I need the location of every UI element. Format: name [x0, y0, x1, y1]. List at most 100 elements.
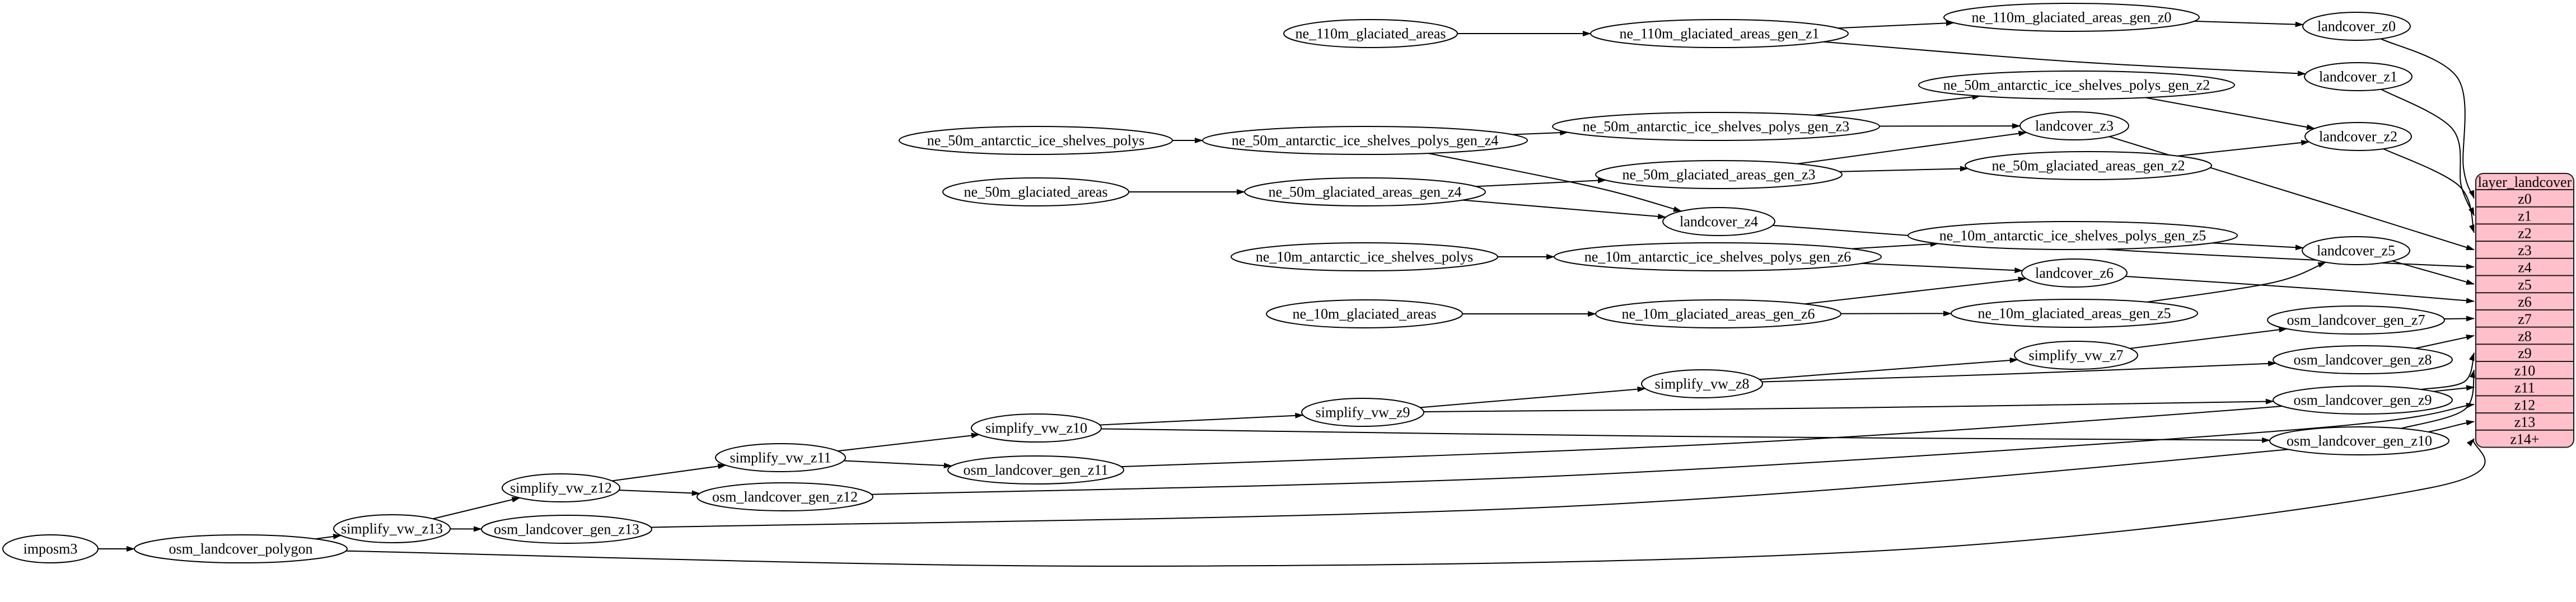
edge-simplify_vw_z9-to-simplify_vw_z8: [1420, 386, 1646, 408]
node-ne_10m_antarctic_ice_shelves_polys_gen_z5: ne_10m_antarctic_ice_shelves_polys_gen_z…: [1908, 221, 2238, 250]
table-row-z2: z2: [2518, 225, 2532, 241]
edge-osm_landcover_gen_z10-to-layer_landcover-z10: [2401, 369, 2475, 429]
node-landcover_z0: landcover_z0: [2302, 12, 2411, 41]
node-label-landcover_z2: landcover_z2: [2319, 129, 2397, 145]
node-ellipse-ne_50m_glaciated_areas_gen_z2: [1965, 151, 2212, 180]
node-label-landcover_z6: landcover_z6: [2035, 265, 2114, 281]
node-ellipse-ne_50m_glaciated_areas_gen_z3: [1595, 160, 1843, 189]
node-label-ne_50m_antarctic_ice_shelves_polys_gen_z3: ne_50m_antarctic_ice_shelves_polys_gen_z…: [1583, 119, 1850, 135]
edges-layer: [98, 20, 2486, 567]
node-label-ne_10m_glaciated_areas_gen_z5: ne_10m_glaciated_areas_gen_z5: [1977, 305, 2171, 322]
node-label-ne_10m_antarctic_ice_shelves_polys_gen_z6: ne_10m_antarctic_ice_shelves_polys_gen_z…: [1584, 249, 1852, 265]
table-row-z14+: z14+: [2510, 431, 2539, 448]
node-label-osm_landcover_gen_z11: osm_landcover_gen_z11: [964, 462, 1109, 478]
node-ne_110m_glaciated_areas: ne_110m_glaciated_areas: [1283, 19, 1458, 48]
edge-landcover_z6-to-layer_landcover-z6: [2125, 275, 2475, 304]
node-ellipse-landcover_z1: [2304, 62, 2413, 91]
edge-landcover_z3-to-layer_landcover-z3: [2109, 136, 2475, 251]
layer-landcover-table-title: layer_landcover: [2478, 174, 2572, 190]
edge-osm_landcover_gen_z9-to-layer_landcover-z9: [2421, 352, 2475, 391]
node-label-ne_50m_antarctic_ice_shelves_polys_gen_z4: ne_50m_antarctic_ice_shelves_polys_gen_z…: [1232, 133, 1499, 149]
node-label-landcover_z0: landcover_z0: [2317, 18, 2396, 35]
node-label-osm_landcover_gen_z7: osm_landcover_gen_z7: [2287, 312, 2425, 328]
edge-ne_50m_antarctic_ice_shelves_polys_gen_z3-to-ne_50m_antarctic_ice_shelves_polys_gen_z2: [1813, 94, 1981, 116]
node-ellipse-osm_landcover_gen_z8: [2273, 345, 2453, 374]
node-label-simplify_vw_z12: simplify_vw_z12: [510, 480, 612, 496]
edge-ne_110m_glaciated_areas_gen_z0-to-landcover_z0: [2194, 20, 2304, 27]
node-label-landcover_z4: landcover_z4: [1680, 214, 1758, 230]
node-label-simplify_vw_z13: simplify_vw_z13: [341, 521, 443, 537]
node-ne_50m_glaciated_areas_gen_z4: ne_50m_glaciated_areas_gen_z4: [1244, 177, 1486, 206]
edge-landcover_z4-to-layer_landcover-z4: [1773, 224, 2475, 270]
table-row-z7: z7: [2518, 311, 2532, 327]
edge-osm_landcover_gen_z7-to-layer_landcover-z7: [2444, 316, 2475, 322]
node-ellipse-ne_10m_glaciated_areas_gen_z5: [1951, 299, 2198, 328]
edge-ne_50m_antarctic_ice_shelves_polys_gen_z4-to-ne_50m_antarctic_ice_shelves_polys_gen_z3: [1512, 130, 1569, 136]
node-simplify_vw_z13: simplify_vw_z13: [333, 514, 451, 543]
edge-simplify_vw_z13-to-simplify_vw_z12: [433, 497, 521, 520]
edge-simplify_vw_z8-to-osm_landcover_gen_z8: [1761, 360, 2277, 383]
node-label-ne_10m_antarctic_ice_shelves_polys: ne_10m_antarctic_ice_shelves_polys: [1256, 249, 1473, 265]
edge-simplify_vw_z10-to-simplify_vw_z9: [1100, 412, 1304, 426]
node-ellipse-osm_landcover_polygon: [134, 534, 348, 563]
node-ellipse-ne_10m_antarctic_ice_shelves_polys: [1231, 242, 1498, 271]
node-ne_110m_glaciated_areas_gen_z1: ne_110m_glaciated_areas_gen_z1: [1590, 19, 1849, 48]
node-ellipse-simplify_vw_z10: [971, 413, 1102, 443]
edge-landcover_z0-to-layer_landcover-z0: [2380, 38, 2475, 199]
node-label-ne_10m_antarctic_ice_shelves_polys_gen_z5: ne_10m_antarctic_ice_shelves_polys_gen_z…: [1939, 228, 2206, 244]
node-ellipse-simplify_vw_z13: [333, 514, 451, 543]
node-ellipse-osm_landcover_gen_z7: [2267, 305, 2445, 335]
edge-osm_landcover_gen_z11-to-layer_landcover-z11: [1121, 385, 2475, 468]
node-label-ne_50m_glaciated_areas_gen_z2: ne_50m_glaciated_areas_gen_z2: [1991, 158, 2185, 174]
node-simplify_vw_z7: simplify_vw_z7: [2014, 341, 2138, 370]
node-label-simplify_vw_z9: simplify_vw_z9: [1316, 405, 1410, 421]
edge-simplify_vw_z8-to-simplify_vw_z7: [1759, 358, 2018, 380]
node-label-ne_50m_glaciated_areas: ne_50m_glaciated_areas: [964, 184, 1108, 200]
node-ellipse-simplify_vw_z12: [502, 473, 620, 502]
edge-simplify_vw_z11-to-osm_landcover_gen_z11: [844, 460, 952, 469]
node-ellipse-ne_50m_antarctic_ice_shelves_polys: [899, 126, 1173, 155]
node-label-osm_landcover_gen_z10: osm_landcover_gen_z10: [2287, 433, 2432, 449]
node-osm_landcover_gen_z8: osm_landcover_gen_z8: [2273, 345, 2453, 374]
node-ellipse-osm_landcover_gen_z9: [2273, 385, 2453, 415]
node-ellipse-ne_50m_glaciated_areas_gen_z4: [1244, 177, 1486, 206]
node-ellipse-simplify_vw_z7: [2014, 341, 2138, 370]
edge-ne_50m_glaciated_areas_gen_z3-to-ne_50m_glaciated_areas_gen_z2: [1839, 166, 1969, 172]
edge-ne_10m_glaciated_areas_gen_z5-to-landcover_z5: [2147, 261, 2327, 303]
node-ne_10m_antarctic_ice_shelves_polys: ne_10m_antarctic_ice_shelves_polys: [1231, 242, 1498, 271]
table-row-z12: z12: [2514, 397, 2536, 413]
edge-ne_10m_antarctic_ice_shelves_polys_gen_z5-to-landcover_z5: [2212, 242, 2304, 251]
node-label-ne_50m_glaciated_areas_gen_z3: ne_50m_glaciated_areas_gen_z3: [1622, 167, 1815, 183]
edge-landcover_z2-to-layer_landcover-z2: [2383, 148, 2475, 233]
node-ellipse-ne_110m_glaciated_areas: [1283, 19, 1458, 48]
node-ellipse-osm_landcover_gen_z12: [696, 482, 873, 511]
node-label-ne_50m_antarctic_ice_shelves_polys_gen_z2: ne_50m_antarctic_ice_shelves_polys_gen_z…: [1943, 77, 2210, 93]
table-row-z4: z4: [2518, 260, 2532, 276]
node-ne_10m_glaciated_areas_gen_z5: ne_10m_glaciated_areas_gen_z5: [1951, 299, 2198, 328]
node-osm_landcover_gen_z12: osm_landcover_gen_z12: [696, 482, 873, 511]
node-imposm3: imposm3: [2, 534, 99, 563]
node-ne_10m_glaciated_areas: ne_10m_glaciated_areas: [1266, 299, 1463, 328]
edge-osm_landcover_gen_z13-to-layer_landcover-z13: [651, 420, 2475, 528]
node-simplify_vw_z12: simplify_vw_z12: [502, 473, 620, 502]
node-ellipse-simplify_vw_z9: [1301, 398, 1424, 427]
node-ellipse-simplify_vw_z11: [715, 443, 846, 472]
node-ellipse-ne_50m_antarctic_ice_shelves_polys_gen_z3: [1552, 112, 1880, 141]
node-ellipse-ne_50m_glaciated_areas: [942, 177, 1129, 206]
edge-simplify_vw_z11-to-simplify_vw_z10: [838, 432, 980, 452]
node-ne_50m_glaciated_areas_gen_z3: ne_50m_glaciated_areas_gen_z3: [1595, 160, 1843, 189]
node-label-simplify_vw_z8: simplify_vw_z8: [1655, 376, 1750, 392]
edge-ne_110m_glaciated_areas_gen_z1-to-landcover_z1: [1823, 41, 2306, 77]
node-ne_10m_antarctic_ice_shelves_polys_gen_z6: ne_10m_antarctic_ice_shelves_polys_gen_z…: [1554, 242, 1882, 271]
node-simplify_vw_z8: simplify_vw_z8: [1641, 369, 1763, 398]
node-osm_landcover_gen_z11: osm_landcover_gen_z11: [947, 455, 1124, 485]
edge-ne_50m_glaciated_areas_gen_z4-to-ne_50m_glaciated_areas_gen_z3: [1476, 177, 1607, 187]
table-row-z5: z5: [2518, 276, 2532, 293]
node-ellipse-ne_10m_glaciated_areas_gen_z6: [1595, 299, 1841, 328]
table-row-z6: z6: [2518, 294, 2532, 310]
node-label-simplify_vw_z10: simplify_vw_z10: [985, 420, 1087, 436]
node-osm_landcover_gen_z13: osm_landcover_gen_z13: [481, 515, 652, 544]
node-ellipse-landcover_z3: [2019, 111, 2129, 140]
